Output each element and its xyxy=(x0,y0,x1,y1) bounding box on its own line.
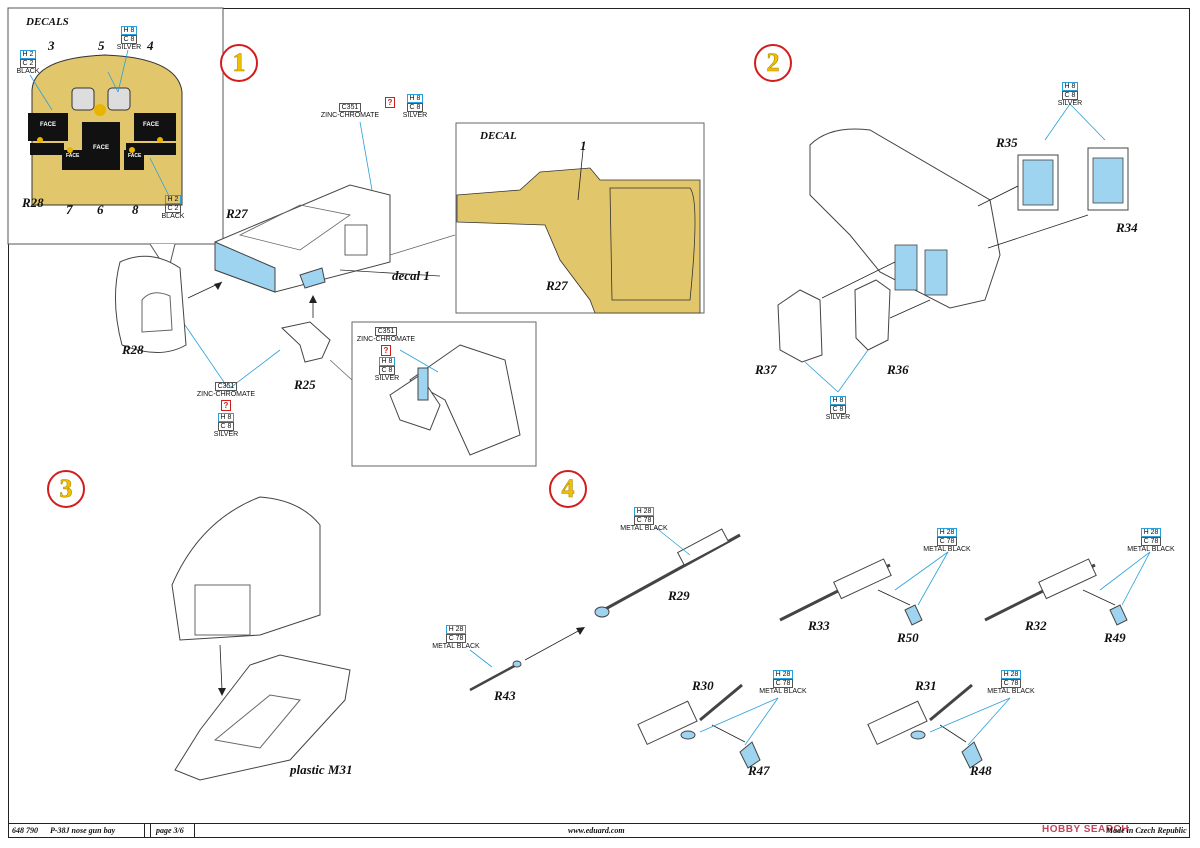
part-r27: R27 xyxy=(226,206,248,221)
decal-num-7: 7 xyxy=(66,202,73,217)
part-r49: R49 xyxy=(1104,630,1126,645)
part-r29: R29 xyxy=(668,588,690,603)
decal-num-5: 5 xyxy=(98,38,105,53)
watermark-logo: HOBBY SEARCH xyxy=(1042,824,1129,835)
part-r50: R50 xyxy=(897,630,919,645)
paint-callout-unknown-3: ? xyxy=(380,345,392,356)
face-label-small-left: FACE xyxy=(66,153,80,159)
part-r30: R30 xyxy=(692,678,714,693)
page-frame xyxy=(8,8,1190,838)
decal-num-6: 6 xyxy=(97,202,104,217)
part-r31: R31 xyxy=(915,678,937,693)
part-r33: R33 xyxy=(808,618,830,633)
decals-title: DECALS xyxy=(26,16,69,28)
footer-made-in: Made in Czech Republic xyxy=(1106,826,1187,835)
part-r28: R28 xyxy=(122,342,144,357)
decal-num-4: 4 xyxy=(147,38,154,53)
part-r35: R35 xyxy=(996,135,1018,150)
footer-code: 648 790 xyxy=(12,826,38,835)
step-4-marker: 4 xyxy=(549,470,587,508)
paint-callout-unknown-2: ? xyxy=(220,400,232,411)
footer-title: P-38J nose gun bay xyxy=(50,826,116,835)
paint-callout-unknown-1: ? xyxy=(384,97,396,108)
part-r36: R36 xyxy=(887,362,909,377)
face-label-right: FACE xyxy=(143,122,160,128)
footer-divider-2 xyxy=(150,824,151,838)
face-label-small-right: FACE xyxy=(128,153,142,159)
label-decal-1: decal 1 xyxy=(392,268,430,283)
footer-divider-1 xyxy=(144,824,145,838)
decal-num-8: 8 xyxy=(132,202,139,217)
part-r37: R37 xyxy=(755,362,777,377)
step-1-marker: 1 xyxy=(220,44,258,82)
part-r25: R25 xyxy=(294,377,316,392)
part-r34: R34 xyxy=(1116,220,1138,235)
face-label-left: FACE xyxy=(40,122,57,128)
step-3-marker: 3 xyxy=(47,470,85,508)
part-r48: R48 xyxy=(970,763,992,778)
face-label-center: FACE xyxy=(93,145,110,151)
decals-part-label: R28 xyxy=(22,195,44,210)
footer-url[interactable]: www.eduard.com xyxy=(568,826,625,835)
decal-callout-num: 1 xyxy=(580,138,587,153)
decal-callout-title: DECAL xyxy=(480,130,517,142)
footer-divider-3 xyxy=(194,824,195,838)
step-2-marker: 2 xyxy=(754,44,792,82)
decal-num-3: 3 xyxy=(48,38,55,53)
footer-page: page 3/6 xyxy=(156,826,184,835)
part-r43: R43 xyxy=(494,688,516,703)
decal-callout-part: R27 xyxy=(546,278,568,293)
part-plastic-m31: plastic M31 xyxy=(290,762,353,777)
part-r47: R47 xyxy=(748,763,770,778)
footer-bar: 648 790 P-38J nose gun bay page 3/6 www.… xyxy=(8,823,1190,838)
part-r32: R32 xyxy=(1025,618,1047,633)
